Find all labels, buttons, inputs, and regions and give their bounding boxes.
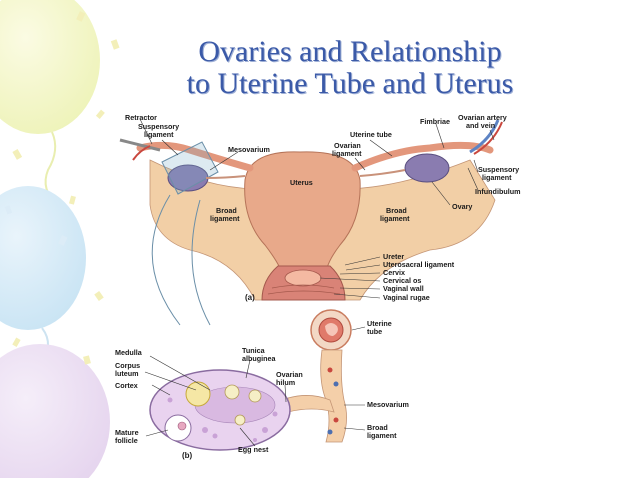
label-medulla: Medulla [115,348,143,357]
connector-arrow [151,194,181,326]
label-uterine-tube: Uterine tube [350,130,392,139]
label-fimbriae: Fimbriae [420,117,450,126]
label-egg-nest: Egg nest [238,445,269,454]
label-uterus: Uterus [290,178,313,187]
panel-label-b: (b) [182,451,193,460]
purple-balloon [0,344,110,478]
label-retractor: Retractor [125,113,157,122]
label-vaginal-wall: Vaginal wall [383,284,424,293]
mature-follicle-shape [164,414,192,442]
label-vaginal-rugae: Vaginal rugae [383,293,430,302]
ovary-right [404,153,450,183]
uterine-tube-right [351,141,494,172]
label-uterosacral-ligament: Uterosacral ligament [383,260,455,269]
broad-ligament-strip [320,349,347,443]
uterus-body [244,151,361,269]
label-cortex: Cortex [115,381,138,390]
label-mesovarium-b: Mesovarium [367,400,409,409]
blue-balloon [0,186,86,330]
label-cervix: Cervix [383,268,405,277]
panel-label-a: (a) [245,293,255,302]
slide-title: Ovaries and Relationship to Uterine Tube… [130,36,570,100]
title-line-2: to Uterine Tube and Uterus [186,67,514,100]
confetti [12,11,120,365]
yellow-balloon [0,0,100,134]
detail-box [161,141,219,195]
vaginal-rugae-lines [267,284,341,295]
title-line-1: Ovaries and Relationship [198,35,502,68]
label-infundibulum: Infundibulum [475,187,521,196]
corpus-luteum-shape [185,381,211,407]
mesovarium-strip [287,395,335,413]
uterine-tube-left [136,141,254,172]
label-ovary: Ovary [452,202,472,211]
label-ureter: Ureter [383,252,404,261]
label-mesovarium: Mesovarium [228,145,270,154]
label-cervical-os: Cervical os [383,276,421,285]
